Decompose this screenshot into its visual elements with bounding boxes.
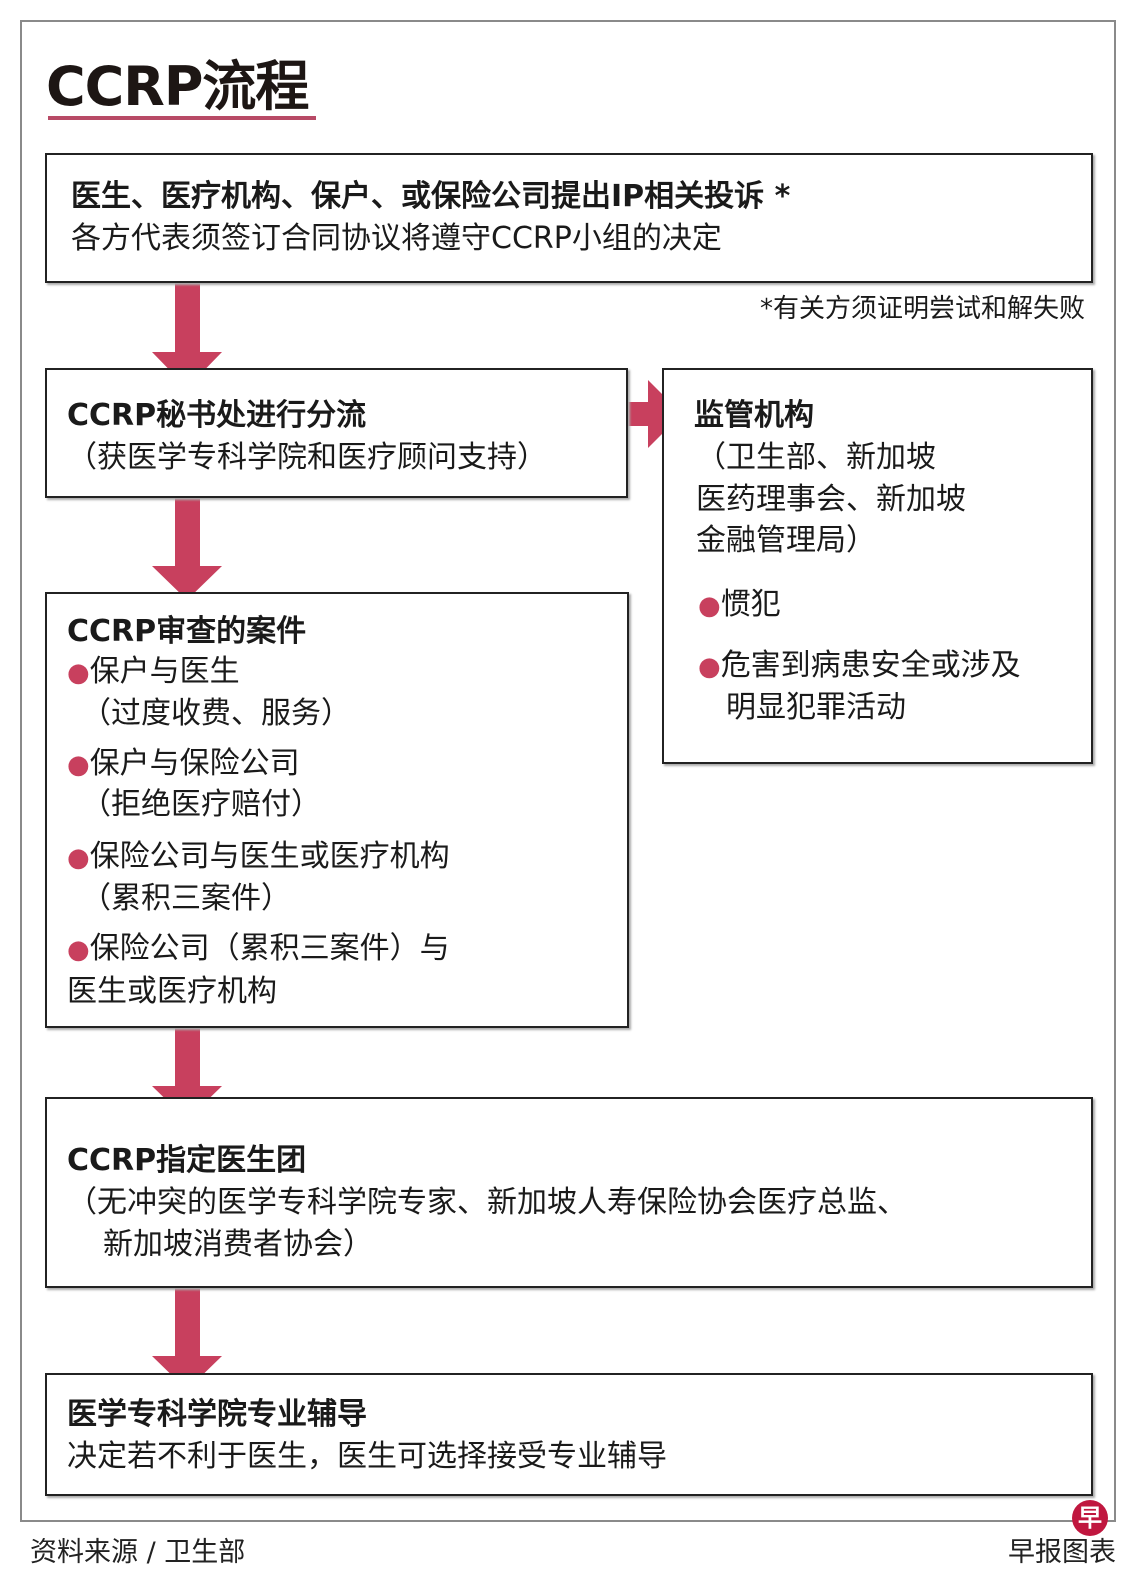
bullet-icon: ● (67, 843, 90, 873)
step5-heading: 医学专科学院专业辅导 (67, 1397, 367, 1432)
regulators-item: ●危害到病患安全或涉及 (698, 648, 1021, 683)
source-credit: 资料来源 / 卫生部 (30, 1537, 246, 1568)
regulators-line: 金融管理局） (696, 523, 876, 558)
regulators-heading: 监管机构 (694, 398, 814, 433)
case-item-detail: （过度收费、服务） (81, 696, 351, 731)
step1-heading: 医生、医疗机构、保户、或保险公司提出IP相关投诉 * (71, 179, 791, 214)
panel-box: CCRP指定医生团 （无冲突的医学专科学院专家、新加坡人寿保险协会医疗总监、 新… (45, 1097, 1093, 1288)
regulators-item-cont: 明显犯罪活动 (726, 690, 906, 725)
case-item-detail: （累积三案件） (81, 881, 291, 916)
case-item: ●保险公司与医生或医疗机构 (67, 839, 450, 874)
step3-heading: CCRP审查的案件 (67, 614, 307, 649)
counselling-box: 医学专科学院专业辅导 决定若不利于医生，医生可选择接受专业辅导 (45, 1373, 1093, 1496)
step4-line: 新加坡消费者协会） (103, 1227, 373, 1262)
step1-text: 各方代表须签订合同协议将遵守CCRP小组的决定 (71, 221, 722, 256)
arrow-down-4 (152, 1275, 222, 1390)
step5-text: 决定若不利于医生，医生可选择接受专业辅导 (67, 1439, 667, 1474)
case-item: ●保户与保险公司 (67, 746, 300, 781)
step2-text: （获医学专科学院和医疗顾问支持） (67, 440, 547, 475)
step2-heading: CCRP秘书处进行分流 (67, 398, 367, 433)
graphic-credit: 早报图表 (1008, 1537, 1116, 1568)
regulators-line: （卫生部、新加坡 (696, 440, 936, 475)
zaobao-logo: 早 (1072, 1500, 1108, 1536)
arrow-down-2 (152, 497, 222, 600)
bullet-icon: ● (698, 591, 721, 621)
step-complaint-box: 医生、医疗机构、保户、或保险公司提出IP相关投诉 * 各方代表须签订合同协议将遵… (45, 153, 1093, 283)
footnote: *有关方须证明尝试和解失败 (759, 294, 1085, 324)
step4-line: （无冲突的医学专科学院专家、新加坡人寿保险协会医疗总监、 (67, 1185, 907, 1220)
regulators-line: 医药理事会、新加坡 (696, 482, 966, 517)
bullet-icon: ● (67, 658, 90, 688)
arrow-down-1 (152, 265, 222, 388)
cases-box: CCRP审查的案件 ●保户与医生 （过度收费、服务） ●保户与保险公司 （拒绝医… (45, 592, 629, 1028)
arrow-down-3 (152, 1018, 222, 1120)
regulators-box: 监管机构 （卫生部、新加坡 医药理事会、新加坡 金融管理局） ●惯犯 ●危害到病… (662, 368, 1093, 764)
regulators-item: ●惯犯 (698, 587, 781, 622)
step4-heading: CCRP指定医生团 (67, 1143, 307, 1178)
step-triage-box: CCRP秘书处进行分流 （获医学专科学院和医疗顾问支持） (45, 368, 628, 498)
case-item-detail: （拒绝医疗赔付） (81, 787, 321, 822)
bullet-icon: ● (67, 750, 90, 780)
bullet-icon: ● (698, 652, 721, 682)
title-underline (48, 116, 316, 120)
case-item: ●保户与医生 (67, 654, 240, 689)
case-item: ●保险公司（累积三案件）与 (67, 931, 450, 966)
bullet-icon: ● (67, 935, 90, 965)
case-item-detail: 医生或医疗机构 (67, 974, 277, 1009)
outer-frame (20, 20, 1116, 1522)
page-title: CCRP流程 (46, 55, 309, 118)
